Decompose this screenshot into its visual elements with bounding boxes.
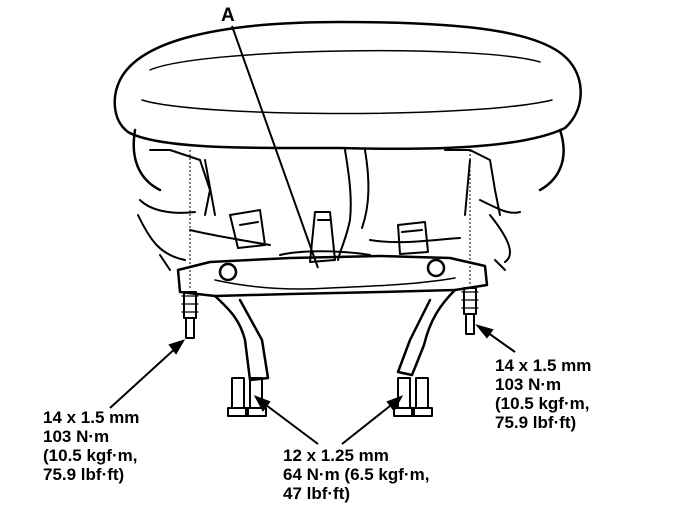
callout-a-label: A bbox=[221, 5, 235, 26]
left-spec-line: (10.5 kgf·m, bbox=[43, 446, 138, 465]
right-bolt bbox=[461, 287, 479, 335]
spec-arrows bbox=[109, 324, 516, 445]
right-spec-line: 14 x 1.5 mm bbox=[495, 356, 592, 375]
center-spec-line: 64 N·m (6.5 kgf·m, bbox=[283, 465, 430, 484]
right-spec-line: 75.9 lbf·ft) bbox=[495, 413, 577, 432]
left-spec-line: 103 N·m bbox=[43, 427, 110, 446]
center-mount bbox=[279, 149, 371, 263]
right-spec-line: 103 N·m bbox=[495, 375, 562, 394]
callout-a-leader bbox=[231, 25, 319, 269]
right-spec-line: (10.5 kgf·m, bbox=[495, 394, 590, 413]
center-left-bolts bbox=[227, 377, 267, 417]
left-bolt-spec: 14 x 1.5 mm 103 N·m (10.5 kgf·m, 75.9 lb… bbox=[43, 408, 139, 484]
center-bolt-spec: 12 x 1.25 mm 64 N·m (6.5 kgf·m, 47 lbf·f… bbox=[283, 446, 429, 503]
center-spec-line: 12 x 1.25 mm bbox=[283, 446, 389, 465]
center-spec-line: 47 lbf·ft) bbox=[283, 484, 351, 503]
right-bolt-spec: 14 x 1.5 mm 103 N·m (10.5 kgf·m, 75.9 lb… bbox=[495, 356, 591, 432]
alignment-lines bbox=[189, 150, 471, 290]
subframe bbox=[176, 254, 489, 382]
center-right-bolts bbox=[393, 377, 433, 417]
left-spec-line: 75.9 lbf·ft) bbox=[43, 465, 125, 484]
left-suspension bbox=[137, 149, 271, 271]
left-bolt bbox=[181, 291, 199, 339]
vehicle-body bbox=[113, 20, 582, 192]
right-suspension bbox=[369, 149, 521, 271]
left-spec-line: 14 x 1.5 mm bbox=[43, 408, 140, 427]
